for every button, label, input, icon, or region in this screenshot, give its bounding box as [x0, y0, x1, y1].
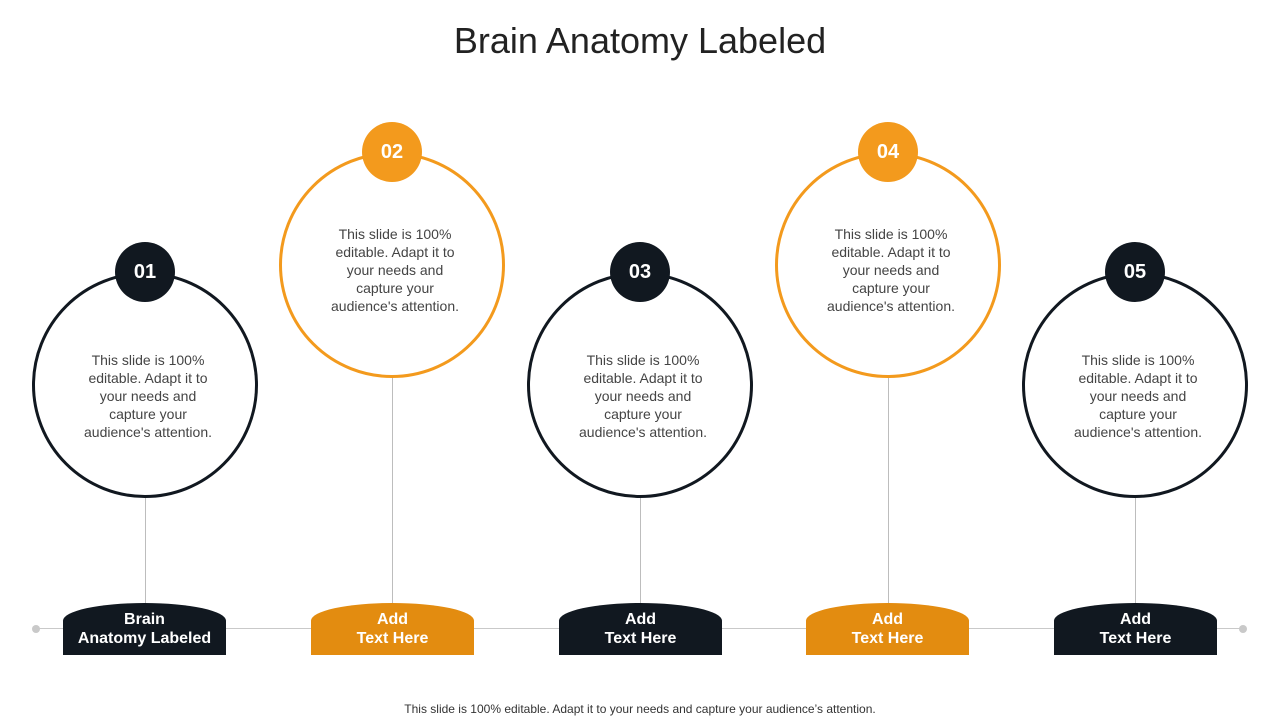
step-circle-2: This slide is 100% editable. Adapt it to… [279, 152, 505, 378]
timeline-start-dot [32, 625, 40, 633]
connector-3 [640, 498, 641, 604]
step-text-3: This slide is 100% editable. Adapt it to… [579, 352, 707, 440]
timeline-end-dot [1239, 625, 1247, 633]
connector-4 [888, 378, 889, 604]
step-circle-4: This slide is 100% editable. Adapt it to… [775, 152, 1001, 378]
step-text-4: This slide is 100% editable. Adapt it to… [827, 226, 955, 314]
step-badge-2: 02 [362, 122, 422, 182]
connector-1 [145, 498, 146, 604]
step-badge-4: 04 [858, 122, 918, 182]
step-label-1: Brain Anatomy Labeled [63, 603, 226, 655]
step-text-2: This slide is 100% editable. Adapt it to… [331, 226, 459, 314]
connector-2 [392, 378, 393, 604]
step-label-3: Add Text Here [559, 603, 722, 655]
step-label-5: Add Text Here [1054, 603, 1217, 655]
page-title: Brain Anatomy Labeled [453, 20, 827, 61]
step-text-5: This slide is 100% editable. Adapt it to… [1074, 352, 1202, 440]
step-label-2: Add Text Here [311, 603, 474, 655]
step-label-4: Add Text Here [806, 603, 969, 655]
footer-note: This slide is 100% editable. Adapt it to… [404, 702, 876, 716]
step-circle-3: This slide is 100% editable. Adapt it to… [527, 272, 753, 498]
step-text-1: This slide is 100% editable. Adapt it to… [84, 352, 212, 440]
step-badge-1: 01 [115, 242, 175, 302]
step-badge-5: 05 [1105, 242, 1165, 302]
connector-5 [1135, 498, 1136, 604]
step-circle-1: This slide is 100% editable. Adapt it to… [32, 272, 258, 498]
step-circle-5: This slide is 100% editable. Adapt it to… [1022, 272, 1248, 498]
step-badge-3: 03 [610, 242, 670, 302]
